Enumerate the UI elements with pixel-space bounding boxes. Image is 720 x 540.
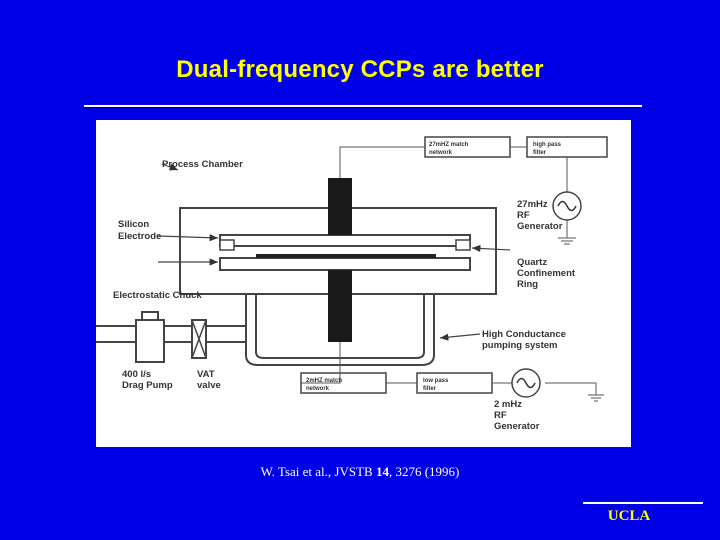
footer-divider	[583, 502, 703, 504]
svg-text:2mHZ match: 2mHZ match	[306, 378, 342, 384]
match-network-27: 27mHZ match network	[424, 136, 511, 158]
svg-text:pumping system: pumping system	[482, 340, 558, 351]
citation-prefix: W. Tsai et al., JVSTB	[260, 464, 376, 479]
svg-text:Silicon: Silicon	[118, 219, 149, 230]
svg-text:VAT: VAT	[197, 369, 215, 380]
title-divider	[84, 105, 642, 107]
svg-text:network: network	[429, 150, 453, 156]
citation-suffix: , 3276 (1996)	[388, 464, 460, 479]
lower-shaft	[328, 270, 352, 342]
rf-generator-27-icon	[552, 191, 582, 221]
citation-volume: 14	[375, 464, 389, 479]
upper-shaft	[328, 178, 352, 235]
slide-title: Dual-frequency CCPs are better	[176, 56, 544, 83]
high-pass-filter: high pass filter	[526, 136, 608, 158]
svg-text:27mHZ match: 27mHZ match	[429, 142, 469, 148]
svg-text:27mHz: 27mHz	[517, 199, 548, 210]
svg-text:Process Chamber: Process Chamber	[162, 159, 243, 170]
svg-text:2 mHz: 2 mHz	[494, 399, 522, 410]
svg-text:filter: filter	[533, 150, 547, 156]
svg-text:low pass: low pass	[423, 378, 449, 384]
svg-text:valve: valve	[197, 380, 221, 391]
diagram-svg: 27mHZ match network high pass filter 2mH…	[96, 136, 608, 432]
svg-text:network: network	[306, 386, 330, 392]
svg-text:RF: RF	[517, 210, 530, 221]
svg-text:400 l/s: 400 l/s	[122, 369, 151, 380]
svg-text:filter: filter	[423, 386, 437, 392]
chamber-diagram: 27mHZ match network high pass filter 2mH…	[96, 120, 631, 447]
svg-text:Generator: Generator	[494, 421, 540, 432]
svg-text:Electrostatic Chuck: Electrostatic Chuck	[113, 290, 202, 301]
label-arrows	[157, 163, 511, 341]
pump-line	[96, 311, 246, 363]
rf-generator-2-icon	[511, 368, 541, 398]
svg-text:Drag Pump: Drag Pump	[122, 380, 173, 391]
svg-text:Electrode: Electrode	[118, 231, 161, 242]
svg-text:RF: RF	[494, 410, 507, 421]
citation: W. Tsai et al., JVSTB 14, 3276 (1996)	[0, 464, 720, 480]
svg-text:Confinement: Confinement	[517, 268, 576, 279]
diagram-labels: Process Chamber Silicon Electrode Electr…	[113, 159, 576, 432]
low-pass-filter: low pass filter	[416, 372, 493, 394]
svg-text:high pass: high pass	[533, 142, 562, 148]
svg-text:Quartz: Quartz	[517, 257, 547, 268]
svg-text:Ring: Ring	[517, 279, 538, 290]
svg-text:High Conductance: High Conductance	[482, 329, 566, 340]
svg-text:Generator: Generator	[517, 221, 563, 232]
electrode-plates	[219, 234, 471, 271]
footer-logo: UCLA	[607, 508, 651, 524]
